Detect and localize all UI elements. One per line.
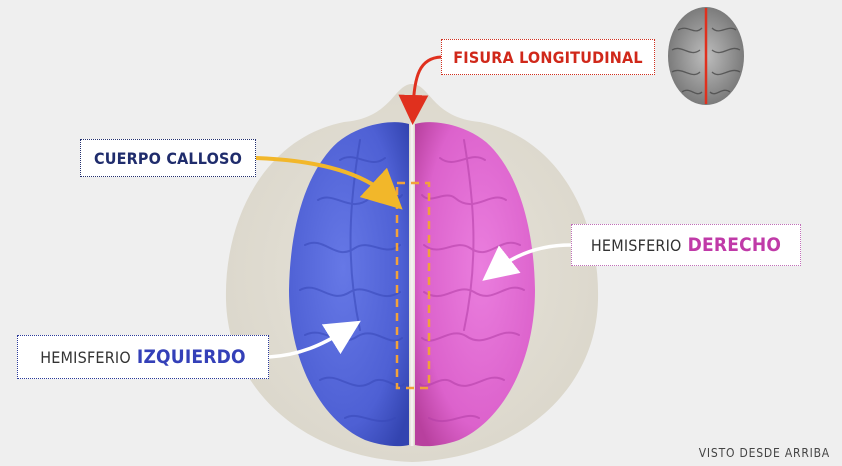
left-gyri	[299, 139, 405, 423]
right-hemisphere-arrow	[482, 243, 572, 281]
longitudinal-fissure-label: FISURA LONGITUDINAL	[441, 39, 655, 75]
left-hemisphere-prefix: HEMISFERIO	[40, 347, 131, 367]
right-hemisphere-prefix: HEMISFERIO	[590, 235, 682, 255]
right-hemisphere-highlight: DERECHO	[687, 234, 782, 256]
left-hemisphere-label: HEMISFERIO IZQUIERDO	[17, 335, 269, 379]
view-caption: VISTO DESDE ARRIBA	[698, 446, 830, 460]
longitudinal-fissure-text: FISURA LONGITUDINAL	[453, 47, 643, 67]
fissure-arrow	[398, 55, 442, 125]
right-hemisphere-label: HEMISFERIO DERECHO	[571, 224, 801, 266]
corpus-callosum-outline	[395, 181, 431, 390]
brain-thumbnail	[668, 7, 744, 105]
corpus-callosum-text: CUERPO CALLOSO	[93, 148, 243, 168]
right-gyri	[419, 139, 525, 423]
corpus-callosum-label: CUERPO CALLOSO	[80, 139, 256, 177]
right-hemisphere	[415, 122, 535, 447]
left-hemisphere-highlight: IZQUIERDO	[136, 346, 246, 368]
callosum-arrow	[255, 156, 403, 210]
left-hemisphere-arrow	[268, 320, 361, 359]
